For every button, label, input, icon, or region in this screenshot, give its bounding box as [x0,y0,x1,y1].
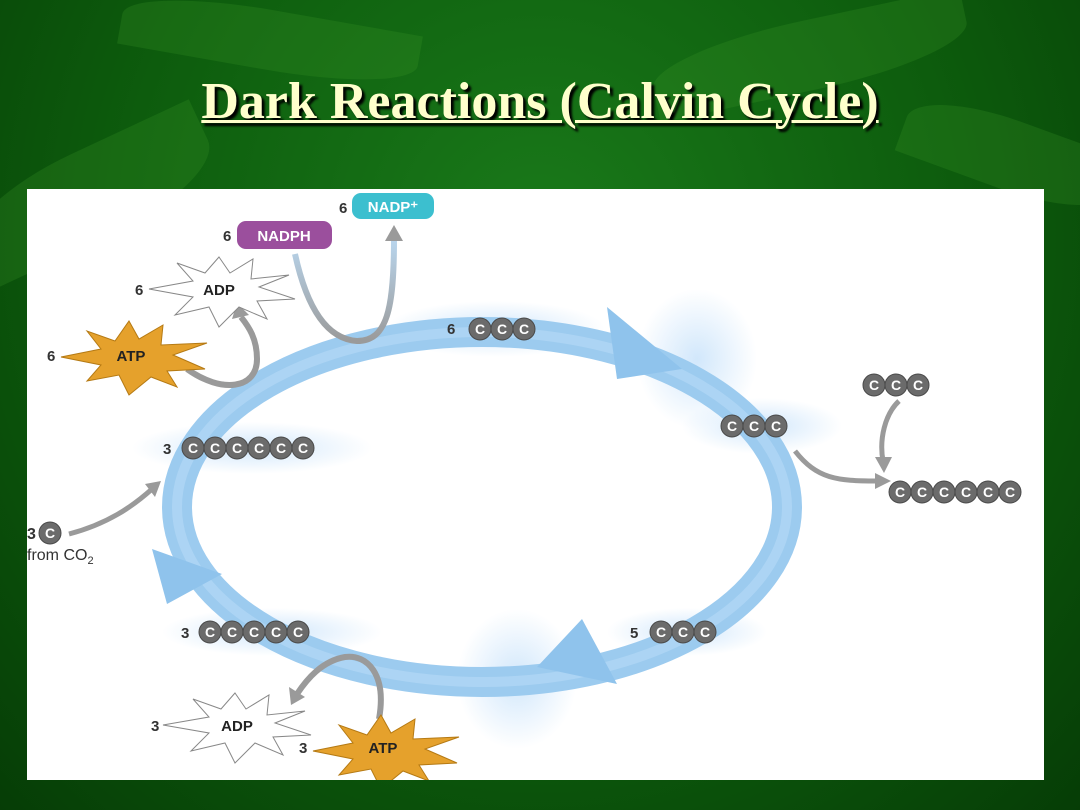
adp-bottom-coefficient: 3 [151,718,159,735]
carbon-symbol: C [249,624,259,640]
carbon-symbol: C [1005,484,1015,500]
atp-top-label: ATP [117,348,146,365]
six-carbon-coefficient: 3 [163,441,171,458]
nadph-to-nadp-arrow [292,238,397,345]
nadph-label: NADPH [257,228,310,245]
carbon-symbol: C [656,624,666,640]
nadp-coefficient: 6 [339,200,347,217]
carbon-symbol: C [227,624,237,640]
slide-title: Dark Reactions (Calvin Cycle) [201,73,879,130]
input-arrow [879,399,901,462]
carbon-symbol: C [205,624,215,640]
carbon-symbol: C [188,440,198,456]
atp-to-adp-arrow [185,315,261,388]
carbon-symbol: C [45,525,55,541]
carbon-symbol: C [913,377,923,393]
arrowhead [875,457,892,473]
nadp-badge [352,193,434,219]
carbon-symbol: C [869,377,879,393]
carbon-symbol: C [210,440,220,456]
cycle-arrowhead [152,549,222,604]
arrowhead [145,481,161,497]
carbon-atom [286,620,310,644]
export-arrow [793,449,878,484]
nadph-coefficient: 6 [223,228,231,245]
carbon-atom [764,414,788,438]
atp-top-coefficient: 6 [47,348,55,365]
nadph-badge [237,221,332,249]
carbon-symbol: C [271,624,281,640]
five-carbon-coefficient: 3 [181,625,189,642]
atp-bottom-label: ATP [369,740,398,757]
carbon-symbol: C [298,440,308,456]
adp-bottom-burst [162,692,312,764]
cycle-arrowhead [607,307,682,379]
co2-label: from CO2 [27,547,94,567]
atp-bottom-coefficient: 3 [299,740,307,757]
co2-coefficient: 3 [27,526,36,543]
carbon-atom: C [38,521,62,545]
atp-top-burst [60,320,208,396]
carbon-symbol: C [771,418,781,434]
adp-top-label: ADP [203,282,235,299]
carbon-symbol: C [961,484,971,500]
top-molecule-coefficient: 6 [447,321,455,338]
co2-arrow [68,487,154,537]
carbon-symbol: C [749,418,759,434]
carbon-symbol: C [727,418,737,434]
carbon-symbol: C [254,440,264,456]
carbon-symbol: C [983,484,993,500]
carbon-symbol: C [895,484,905,500]
carbon-atom [693,620,717,644]
carbon-symbol: C [293,624,303,640]
arrowhead [385,225,403,241]
carbon-symbol: C [891,377,901,393]
carbon-atom [291,436,315,460]
arrowhead [875,473,891,489]
adp-bottom-label: ADP [221,718,253,735]
carbon-atom [906,373,930,397]
arrowhead [289,687,305,705]
cycle-arrowhead [537,619,617,684]
bottom-right-coefficient: 5 [630,625,638,642]
carbon-symbol: C [939,484,949,500]
carbon-atom [512,317,536,341]
carbon-atom [998,480,1022,504]
adp-top-coefficient: 6 [135,282,143,299]
carbon-symbol: C [519,321,529,337]
carbon-symbol: C [475,321,485,337]
carbon-symbol: C [497,321,507,337]
carbon-symbol: C [232,440,242,456]
atp-to-adp-bottom-arrow [294,653,384,720]
carbon-symbol: C [917,484,927,500]
nadp-label: NADP⁺ [368,199,419,216]
carbon-symbol: C [276,440,286,456]
carbon-symbol: C [678,624,688,640]
carbon-atom [38,521,62,545]
adp-top-burst [148,256,296,328]
carbon-symbol: C [700,624,710,640]
atp-bottom-burst [312,714,460,780]
